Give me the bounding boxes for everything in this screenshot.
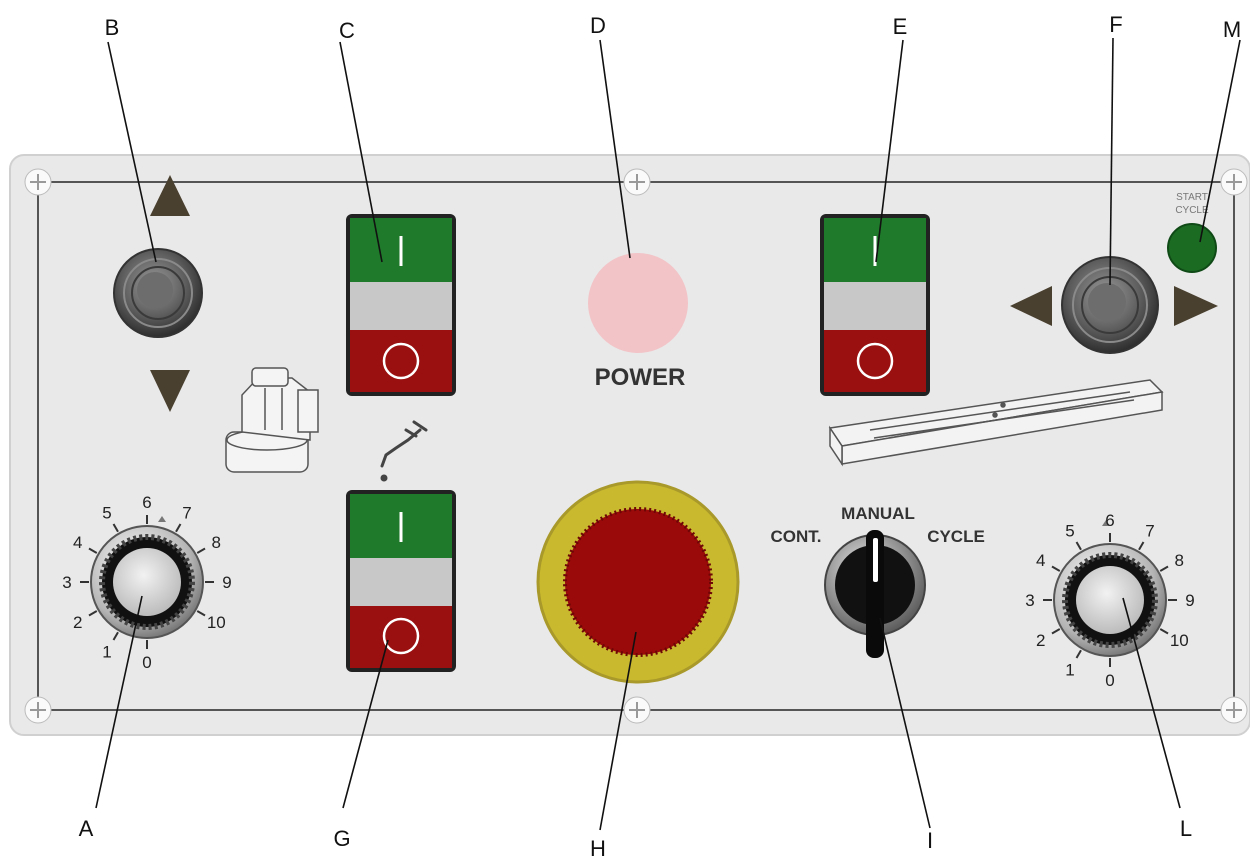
dial-tick-label: 8 [212,533,221,552]
panel-screws [24,168,1248,724]
callout-e: E [893,14,908,39]
dial-tick-label: 0 [142,653,151,672]
start-cycle-label-1: START [1176,192,1208,203]
dial-tick-mark [112,631,119,641]
dial-tick-label: 10 [1170,631,1189,650]
power-label: POWER [595,364,686,391]
switch-e[interactable] [820,214,930,396]
screw-bottom-left [24,696,52,724]
dial-tick-mark [88,547,98,554]
spindle-head-icon [225,367,319,473]
callout-f: F [1109,12,1122,37]
leader-lines [95,37,1241,831]
screw-top-left [24,168,52,196]
dial-tick-mark [1051,565,1061,572]
dial-pointer-icon [158,516,166,522]
callout-a: A [79,816,94,841]
arrow-right-icon [1174,286,1218,326]
callout-m: M [1223,17,1241,42]
dial-tick-mark [1159,628,1169,635]
dial-tick-label: 5 [102,504,111,523]
dial-tick-mark [1159,565,1169,572]
selector-label-manual: MANUAL [841,504,915,523]
dial-tick-label: 7 [182,504,191,523]
emergency-stop-button[interactable] [536,480,740,684]
dial-tick-label: 6 [142,493,151,512]
screw-top-mid [623,168,651,196]
dial-l[interactable] [1053,520,1167,657]
dial-tick-label: 9 [222,573,231,592]
dial-tick-label: 2 [1036,631,1045,650]
dial-tick-label: 8 [1175,551,1184,570]
dial-tick-mark [196,547,206,554]
off-symbol-icon [382,342,420,380]
dial-tick-label: 4 [73,533,82,552]
start-cycle-label-2: CYCLE [1175,205,1209,216]
dial-tick-mark [88,610,98,617]
dial-tick-mark [1051,628,1061,635]
mode-selector-switch[interactable] [824,530,926,658]
joystick-horizontal[interactable] [1010,256,1218,354]
dial-tick-label: 9 [1185,591,1194,610]
dial-tick-label: 0 [1105,671,1114,690]
dial-tick-mark [196,610,206,617]
callout-i: I [927,828,933,853]
dial-pointer-icon [1102,520,1110,526]
screw-bottom-right [1220,696,1248,724]
callout-l: L [1180,816,1192,841]
callout-h: H [590,836,606,860]
dial-tick-label: 4 [1036,551,1045,570]
joystick-vertical[interactable] [113,175,203,412]
panel-plate [9,154,1250,736]
dial-tick-label: 3 [1025,591,1034,610]
power-lamp [588,253,688,353]
arrow-up-icon [150,175,190,216]
callout-g: G [333,826,350,851]
switch-g[interactable] [346,490,456,672]
dial-tick-mark [1075,649,1082,659]
screw-top-right [1220,168,1248,196]
callout-d: D [590,13,606,38]
machine-table-icon [828,379,1164,467]
dial-a[interactable] [90,516,204,639]
dial-tick-label: 10 [207,613,226,632]
dial-tick-label: 6 [1105,511,1114,530]
dial-tick-mark [1075,541,1082,551]
dial-tick-label: 3 [62,573,71,592]
dial-l-scale: 0 1 2 3 4 5 6 7 8 9 10 [1025,511,1194,690]
off-symbol-icon [856,342,894,380]
dial-tick-label: 5 [1065,522,1074,541]
dial-tick-mark [112,523,119,533]
switch-c[interactable] [346,214,456,396]
screw-bottom-mid [623,696,651,724]
selector-label-cycle: CYCLE [927,527,985,546]
dial-tick-mark [175,523,182,533]
dial-tick-mark [1138,541,1145,551]
arrow-down-icon [150,370,190,412]
start-cycle-button[interactable] [1167,223,1217,273]
dial-a-scale: 0 1 2 3 4 5 6 7 8 9 10 [62,493,231,672]
callout-c: C [339,18,355,43]
dial-tick-label: 2 [73,613,82,632]
dial-tick-label: 7 [1145,522,1154,541]
arrow-left-icon [1010,286,1052,326]
selector-label-cont: CONT. [771,527,822,546]
callout-b: B [105,15,120,40]
off-symbol-icon [382,617,420,655]
coolant-tap-icon [380,420,428,482]
dial-tick-label: 1 [102,642,111,661]
dial-tick-label: 1 [1065,660,1074,679]
